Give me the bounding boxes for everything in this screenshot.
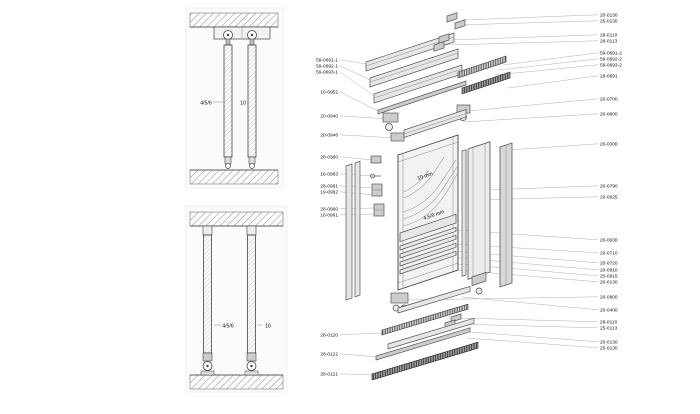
fittings-column <box>370 155 385 217</box>
part-label: 20-0600 <box>600 112 618 118</box>
bottom-rails <box>371 285 479 381</box>
part-label: 20-0940 <box>320 114 338 120</box>
annotation-panel-thickness: 10 mm <box>417 171 434 182</box>
part-label: 20-0130 <box>600 280 618 286</box>
bottom-bracket-right <box>471 271 487 295</box>
ceiling-hatch <box>189 12 279 28</box>
part-label: 28-0110 <box>600 33 618 39</box>
dim-label-panel-thickness: 4/5/6 <box>200 101 212 107</box>
top-roller-left <box>382 112 399 131</box>
part-label: 25-0113 <box>600 326 618 332</box>
end-caps-top <box>433 12 466 52</box>
part-labels-right: 20-0130 25-0130 28-0110 28-0113 59-0691-… <box>600 13 622 352</box>
exploded-view: 10 mm 4,5/6 mm 20-0130 25-0130 28-0110 2… <box>316 12 622 381</box>
part-label: 20-0130 <box>600 340 618 346</box>
part-label: 25-0130 <box>600 346 618 352</box>
part-label: 20-0800 <box>600 295 618 301</box>
leader-lines <box>339 14 599 376</box>
part-label: 59-0693-2 <box>600 63 622 69</box>
part-label: 20-0720 <box>600 261 618 267</box>
side-profiles-left <box>345 160 361 301</box>
part-label: 59-0691-1 <box>316 58 338 64</box>
top-track-profiles <box>365 32 467 115</box>
part-label: 59-0693-1 <box>316 70 338 76</box>
door-infill-strips <box>399 213 457 275</box>
drawing-frame <box>185 205 288 393</box>
fascia-strip <box>377 80 467 115</box>
ceiling-hatch <box>189 211 284 227</box>
seal-strip <box>461 149 467 277</box>
part-label: 16-0961 <box>320 213 338 219</box>
part-label: 16-0963 <box>320 172 338 178</box>
part-label: 20-0130 <box>600 13 618 19</box>
section-drawing-top: 4/5/6 10 <box>185 7 284 189</box>
dim-label-track-height: 16 <box>265 324 271 330</box>
brush-seal-strips <box>457 55 511 95</box>
part-labels-left: 59-0691-1 59-0692-1 59-0693-1 16-0952 20… <box>316 58 338 378</box>
part-label: 28-0110 <box>600 320 618 326</box>
dim-label-panel-thickness: 4/5/6 <box>222 324 234 330</box>
part-label: 28-0961 <box>320 184 338 190</box>
part-label: 28-0691 <box>600 74 618 80</box>
part-label: 28-0121 <box>320 372 338 378</box>
part-label: 59-0691-2 <box>600 51 622 57</box>
part-label: 20-0700 <box>600 97 618 103</box>
part-label: 59-0692-1 <box>316 64 338 70</box>
part-label: 20-0790 <box>600 184 618 190</box>
roller-bracket <box>390 132 405 142</box>
part-label: 19-0962 <box>320 190 338 196</box>
part-label: 20-0025 <box>600 195 618 201</box>
part-label: 20-0300 <box>600 142 618 148</box>
part-label: 20-0400 <box>600 308 618 314</box>
door-panel <box>397 134 459 291</box>
part-label: 25-0130 <box>600 19 618 25</box>
part-label: 28-0120 <box>320 333 338 339</box>
part-label: 28-0113 <box>600 39 618 45</box>
dim-label-gap: 10 <box>240 101 246 107</box>
section-drawing-bottom: 4/5/6 16 <box>185 205 288 393</box>
glass-panel <box>467 141 491 280</box>
part-label: 59-0692-2 <box>600 57 622 63</box>
part-label: 28-0960 <box>320 207 338 213</box>
bottom-guides <box>224 156 256 169</box>
floor-hatch <box>189 374 284 390</box>
part-label: 28-0360 <box>320 155 338 161</box>
part-label: 16-0952 <box>320 90 338 96</box>
part-label: 20-0910 <box>600 268 618 274</box>
floor-hatch <box>189 169 279 185</box>
bottom-roller-assembly <box>200 352 259 376</box>
part-label: 20-0915 <box>600 274 618 280</box>
part-label: 20-0946 <box>320 133 338 139</box>
part-label: 28-0122 <box>320 352 338 358</box>
part-label: 20-0930 <box>600 238 618 244</box>
part-label: 20-0710 <box>600 251 618 257</box>
side-profile-right <box>499 142 513 288</box>
